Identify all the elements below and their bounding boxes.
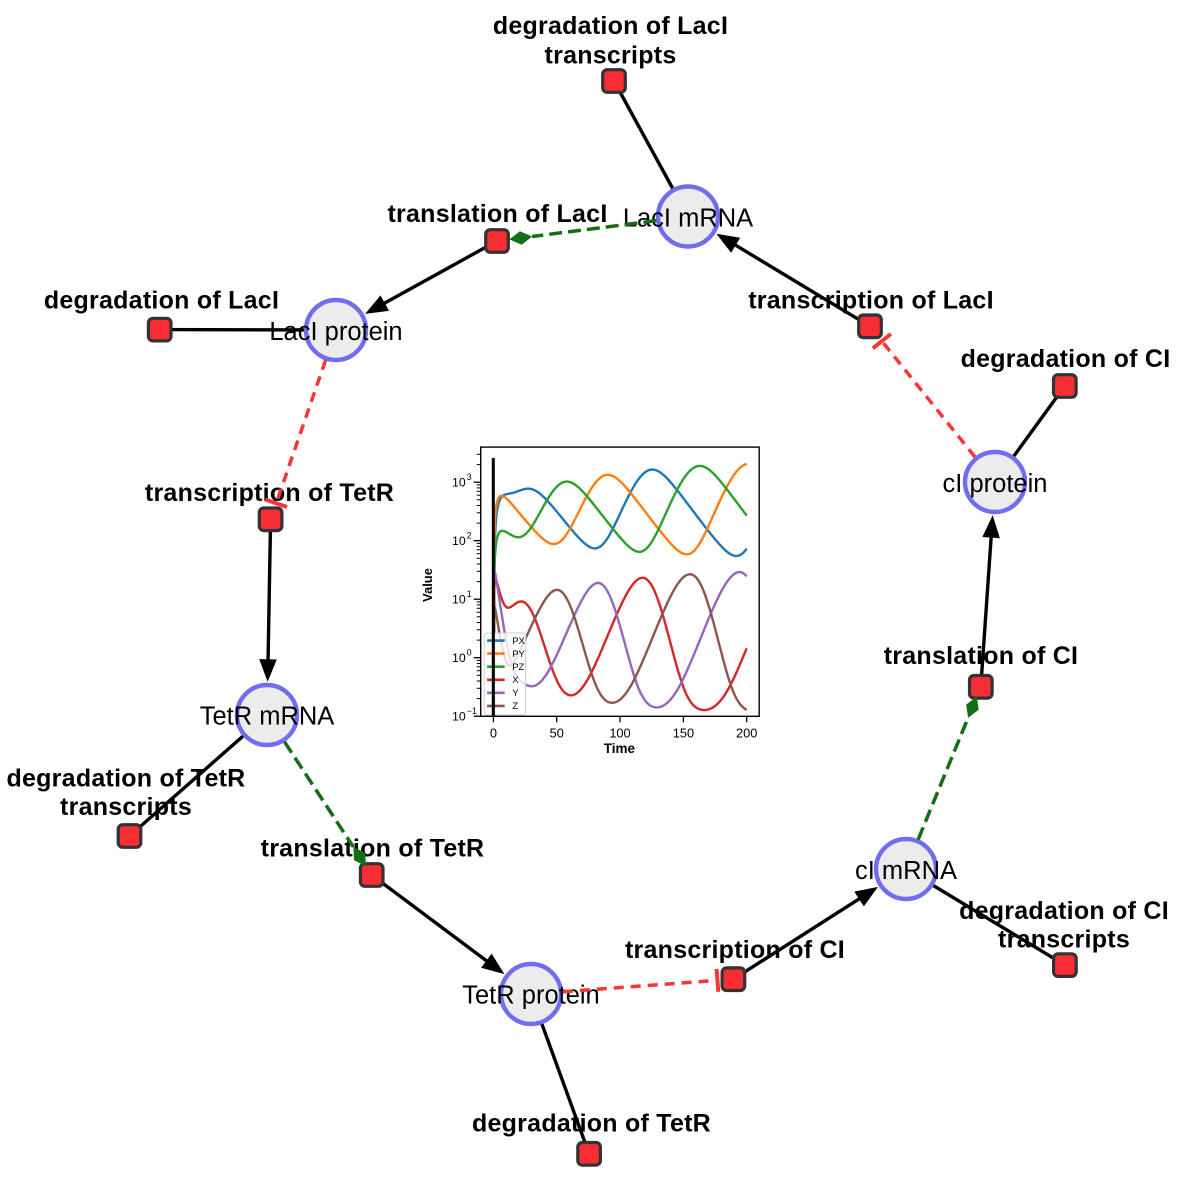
svg-text:degradation of TetR: degradation of TetR bbox=[472, 1110, 711, 1138]
svg-text:degradation of CI: degradation of CI bbox=[959, 897, 1169, 925]
svg-text:cI protein: cI protein bbox=[943, 470, 1048, 498]
svg-text:transcripts: transcripts bbox=[60, 793, 192, 821]
svg-text:transcription of CI: transcription of CI bbox=[625, 936, 845, 964]
svg-text:0: 0 bbox=[490, 726, 497, 741]
svg-text:TetR mRNA: TetR mRNA bbox=[200, 703, 335, 731]
svg-text:10: 10 bbox=[452, 534, 466, 548]
svg-text:Value: Value bbox=[420, 568, 435, 602]
svg-text:transcripts: transcripts bbox=[998, 926, 1130, 954]
svg-text:Y: Y bbox=[512, 688, 519, 699]
svg-text:Z: Z bbox=[512, 701, 518, 712]
svg-text:−1: −1 bbox=[467, 706, 477, 716]
svg-text:PX: PX bbox=[512, 636, 525, 647]
svg-text:1: 1 bbox=[467, 589, 472, 599]
svg-text:TetR protein: TetR protein bbox=[462, 982, 600, 1010]
svg-text:LacI mRNA: LacI mRNA bbox=[623, 205, 753, 233]
svg-text:degradation of CI: degradation of CI bbox=[961, 345, 1171, 373]
svg-text:0: 0 bbox=[467, 648, 472, 658]
svg-text:200: 200 bbox=[736, 726, 757, 741]
svg-text:degradation of TetR: degradation of TetR bbox=[6, 765, 245, 793]
svg-text:cI mRNA: cI mRNA bbox=[855, 857, 957, 885]
svg-text:PY: PY bbox=[512, 649, 525, 660]
svg-text:X: X bbox=[512, 675, 519, 686]
svg-text:10: 10 bbox=[452, 593, 466, 607]
svg-text:Time: Time bbox=[604, 741, 636, 756]
svg-text:100: 100 bbox=[609, 726, 630, 741]
svg-text:degradation of LacI: degradation of LacI bbox=[44, 287, 279, 315]
svg-text:10: 10 bbox=[452, 710, 466, 724]
svg-text:transcripts: transcripts bbox=[545, 42, 677, 70]
svg-text:2: 2 bbox=[467, 531, 472, 541]
svg-text:translation of TetR: translation of TetR bbox=[261, 835, 485, 863]
svg-text:150: 150 bbox=[673, 726, 694, 741]
svg-text:10: 10 bbox=[452, 476, 466, 490]
svg-text:translation of CI: translation of CI bbox=[884, 642, 1079, 670]
svg-text:10: 10 bbox=[452, 651, 466, 665]
svg-text:LacI protein: LacI protein bbox=[269, 318, 402, 346]
svg-text:transcription of LacI: transcription of LacI bbox=[748, 287, 994, 315]
svg-text:3: 3 bbox=[467, 472, 472, 482]
svg-text:degradation of LacI: degradation of LacI bbox=[493, 12, 728, 40]
svg-text:translation of LacI: translation of LacI bbox=[387, 200, 607, 228]
svg-text:50: 50 bbox=[550, 726, 564, 741]
svg-text:PZ: PZ bbox=[512, 662, 524, 673]
